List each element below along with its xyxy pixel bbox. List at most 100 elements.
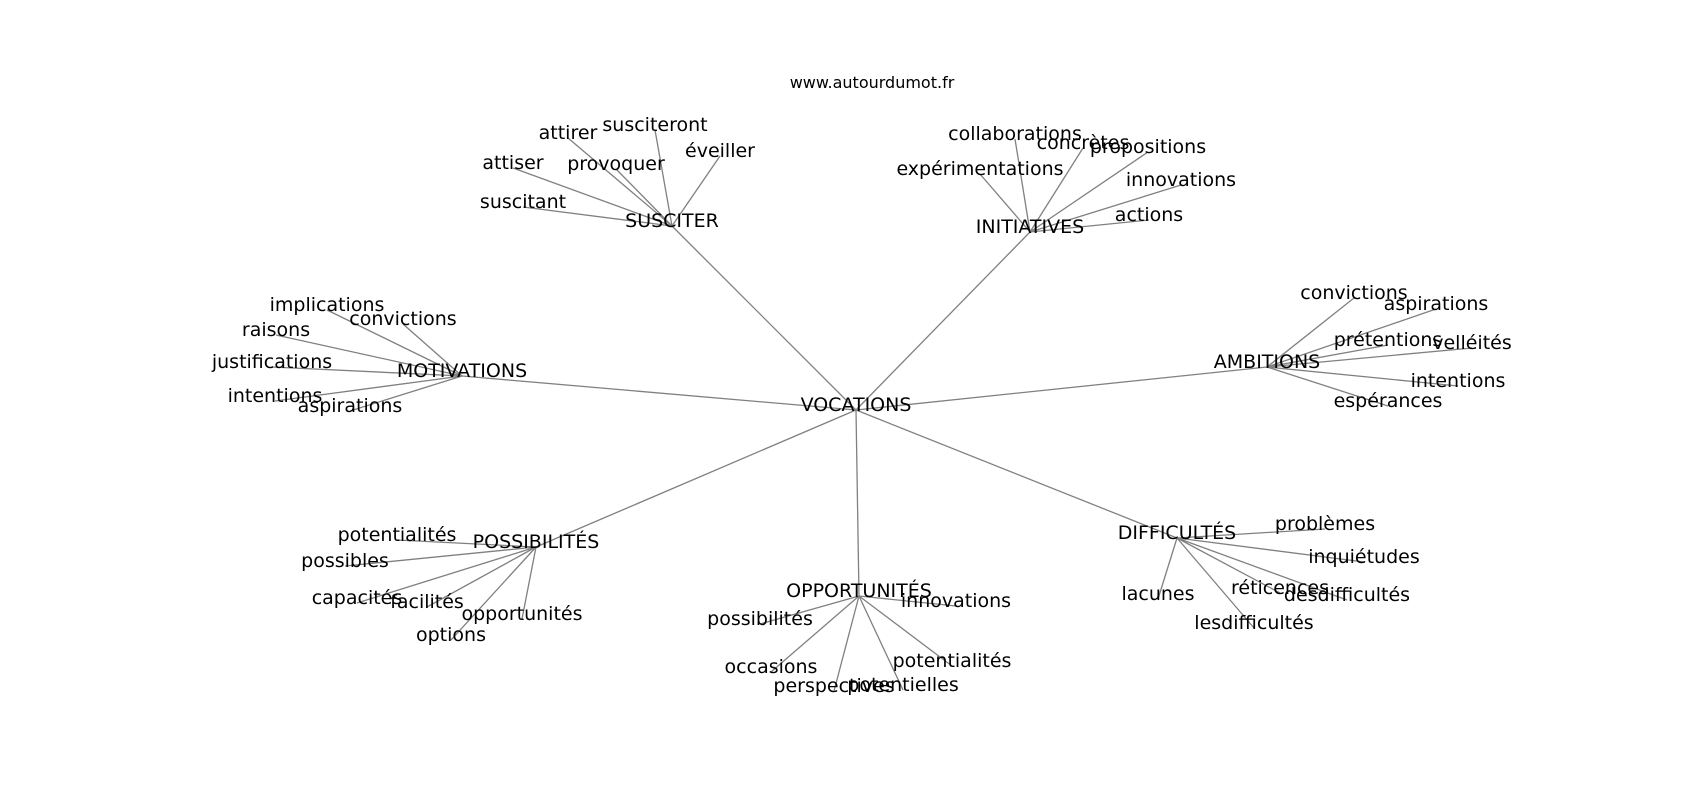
- edge-opportunites-to-potentielles: [858, 595, 904, 691]
- word-node-pretentions: prétentions: [1334, 329, 1443, 351]
- word-node-intentions: intentions: [1411, 370, 1506, 392]
- edge-susciter-to-provoquer: [615, 168, 673, 227]
- edge-opportunites-to-perspectives: [833, 595, 860, 692]
- edge-difficultes-to-reticences: [1176, 537, 1281, 594]
- edge-opportunites-to-occasions: [770, 595, 860, 673]
- edge-motivations-to-justifications: [271, 366, 463, 377]
- word-node-occasions: occasions: [725, 656, 818, 678]
- edge-initiatives-to-collaborations: [1014, 138, 1031, 233]
- edge-possibilites-to-potentialites: [396, 539, 537, 548]
- word-node-justifications: justifications: [211, 351, 332, 373]
- edge-opportunites-to-possibilites: [759, 595, 860, 625]
- word-node-potentielles: potentielles: [847, 674, 958, 696]
- edge-ambitions-to-pretentions: [1266, 344, 1389, 368]
- edge-center-to-motivations: [461, 375, 857, 411]
- edge-center-to-difficultes: [855, 409, 1178, 539]
- edge-center-to-possibilites: [535, 409, 857, 548]
- edge-difficultes-to-desdifficultes: [1176, 537, 1348, 601]
- edge-opportunites-to-potentialites: [858, 595, 953, 667]
- word-node-propositions: propositions: [1090, 136, 1206, 158]
- word-node-perspectives: perspectives: [773, 675, 894, 697]
- hub-node-difficultes: DIFFICULTÉS: [1118, 521, 1237, 544]
- word-node-opportunites: opportunités: [461, 603, 582, 625]
- edge-motivations-to-implications: [326, 309, 463, 377]
- edge-possibilites-to-capacites: [356, 546, 537, 604]
- edge-center-to-susciter: [671, 225, 857, 411]
- word-node-intentions: intentions: [228, 385, 323, 407]
- edge-motivations-to-raisons: [275, 334, 463, 377]
- edge-susciter-to-suscitant: [522, 206, 673, 227]
- edge-opportunites-to-innovations: [858, 595, 957, 607]
- hub-node-possibilites: POSSIBILITÉS: [473, 530, 600, 553]
- word-node-lesdifficultes: lesdifficultés: [1194, 612, 1313, 634]
- hub-node-susciter: SUSCITER: [625, 210, 719, 232]
- edge-initiatives-to-innovations: [1029, 184, 1182, 233]
- word-node-possibilites: possibilités: [707, 608, 813, 630]
- word-node-susciteront: susciteront: [602, 114, 707, 136]
- edge-initiatives-to-actions: [1029, 219, 1150, 233]
- word-node-raisons: raisons: [242, 319, 310, 341]
- edge-initiatives-to-concretes: [1029, 147, 1084, 233]
- word-node-possibles: possibles: [301, 550, 389, 572]
- edge-motivations-to-convictions: [402, 323, 463, 377]
- word-node-problemes: problèmes: [1275, 513, 1375, 535]
- source-label: www.autourdumot.fr: [790, 73, 955, 92]
- word-node-potentialites: potentialités: [338, 524, 457, 546]
- word-node-esperances: espérances: [1334, 390, 1443, 412]
- word-node-velleites: velléités: [1432, 332, 1512, 354]
- word-node-convictions: convictions: [349, 308, 456, 330]
- word-node-innovations: innovations: [901, 590, 1011, 612]
- edge-ambitions-to-esperances: [1266, 366, 1389, 407]
- word-node-facilites: facilités: [390, 591, 464, 613]
- word-node-innovations: innovations: [1126, 169, 1236, 191]
- word-node-experimentations: expérimentations: [896, 158, 1063, 180]
- word-node-attiser: attiser: [482, 152, 543, 174]
- word-node-collaborations: collaborations: [948, 123, 1082, 145]
- edge-ambitions-to-intentions: [1266, 366, 1459, 387]
- hub-node-opportunites: OPPORTUNITÉS: [786, 579, 932, 602]
- edge-center-to-ambitions: [855, 366, 1268, 411]
- edge-ambitions-to-aspirations: [1266, 308, 1437, 368]
- word-node-reticences: réticences: [1231, 577, 1329, 599]
- edge-susciter-to-attiser: [512, 167, 673, 227]
- edge-susciter-to-eveiller: [671, 155, 721, 227]
- word-node-lacunes: lacunes: [1121, 583, 1194, 605]
- word-node-options: options: [416, 624, 486, 646]
- center-node-label: VOCATIONS: [801, 394, 912, 416]
- word-node-desdifficultes: desdifficultés: [1284, 584, 1410, 606]
- word-node-convictions: convictions: [1300, 282, 1407, 304]
- edge-ambitions-to-velleites: [1266, 347, 1473, 368]
- edge-susciter-to-attirer: [567, 137, 673, 227]
- edge-difficultes-to-lesdifficultes: [1176, 537, 1255, 629]
- word-node-inquietudes: inquiétudes: [1308, 546, 1420, 568]
- edge-motivations-to-aspirations: [349, 375, 463, 412]
- word-node-implications: implications: [270, 294, 385, 316]
- word-node-eveiller: éveiller: [685, 140, 755, 162]
- edge-possibilites-to-facilites: [426, 546, 537, 608]
- word-node-concretes: concrètes: [1037, 132, 1130, 154]
- word-node-aspirations: aspirations: [298, 395, 403, 417]
- word-node-provoquer: provoquer: [567, 153, 665, 175]
- edge-difficultes-to-inquietudes: [1176, 537, 1365, 563]
- word-node-suscitant: suscitant: [480, 191, 566, 213]
- edge-difficultes-to-lacunes: [1157, 537, 1178, 600]
- hub-node-initiatives: INITIATIVES: [976, 216, 1084, 238]
- edge-possibilites-to-options: [450, 546, 537, 641]
- hub-node-ambitions: AMBITIONS: [1214, 351, 1320, 373]
- word-node-capacites: capacités: [312, 587, 403, 609]
- edge-difficultes-to-problemes: [1176, 528, 1326, 539]
- edges-layer: [271, 129, 1473, 692]
- edge-possibilites-to-opportunites: [521, 546, 537, 620]
- edge-center-to-opportunites: [855, 409, 860, 597]
- edge-initiatives-to-experimentations: [979, 173, 1031, 233]
- edge-motivations-to-intentions: [274, 375, 463, 402]
- word-node-potentialites: potentialités: [893, 650, 1012, 672]
- word-node-attirer: attirer: [539, 122, 598, 144]
- edge-possibilites-to-possibles: [344, 546, 537, 567]
- edge-susciter-to-susciteront: [654, 129, 673, 227]
- edge-ambitions-to-convictions: [1266, 297, 1355, 368]
- word-node-actions: actions: [1115, 204, 1183, 226]
- word-node-aspirations: aspirations: [1384, 293, 1489, 315]
